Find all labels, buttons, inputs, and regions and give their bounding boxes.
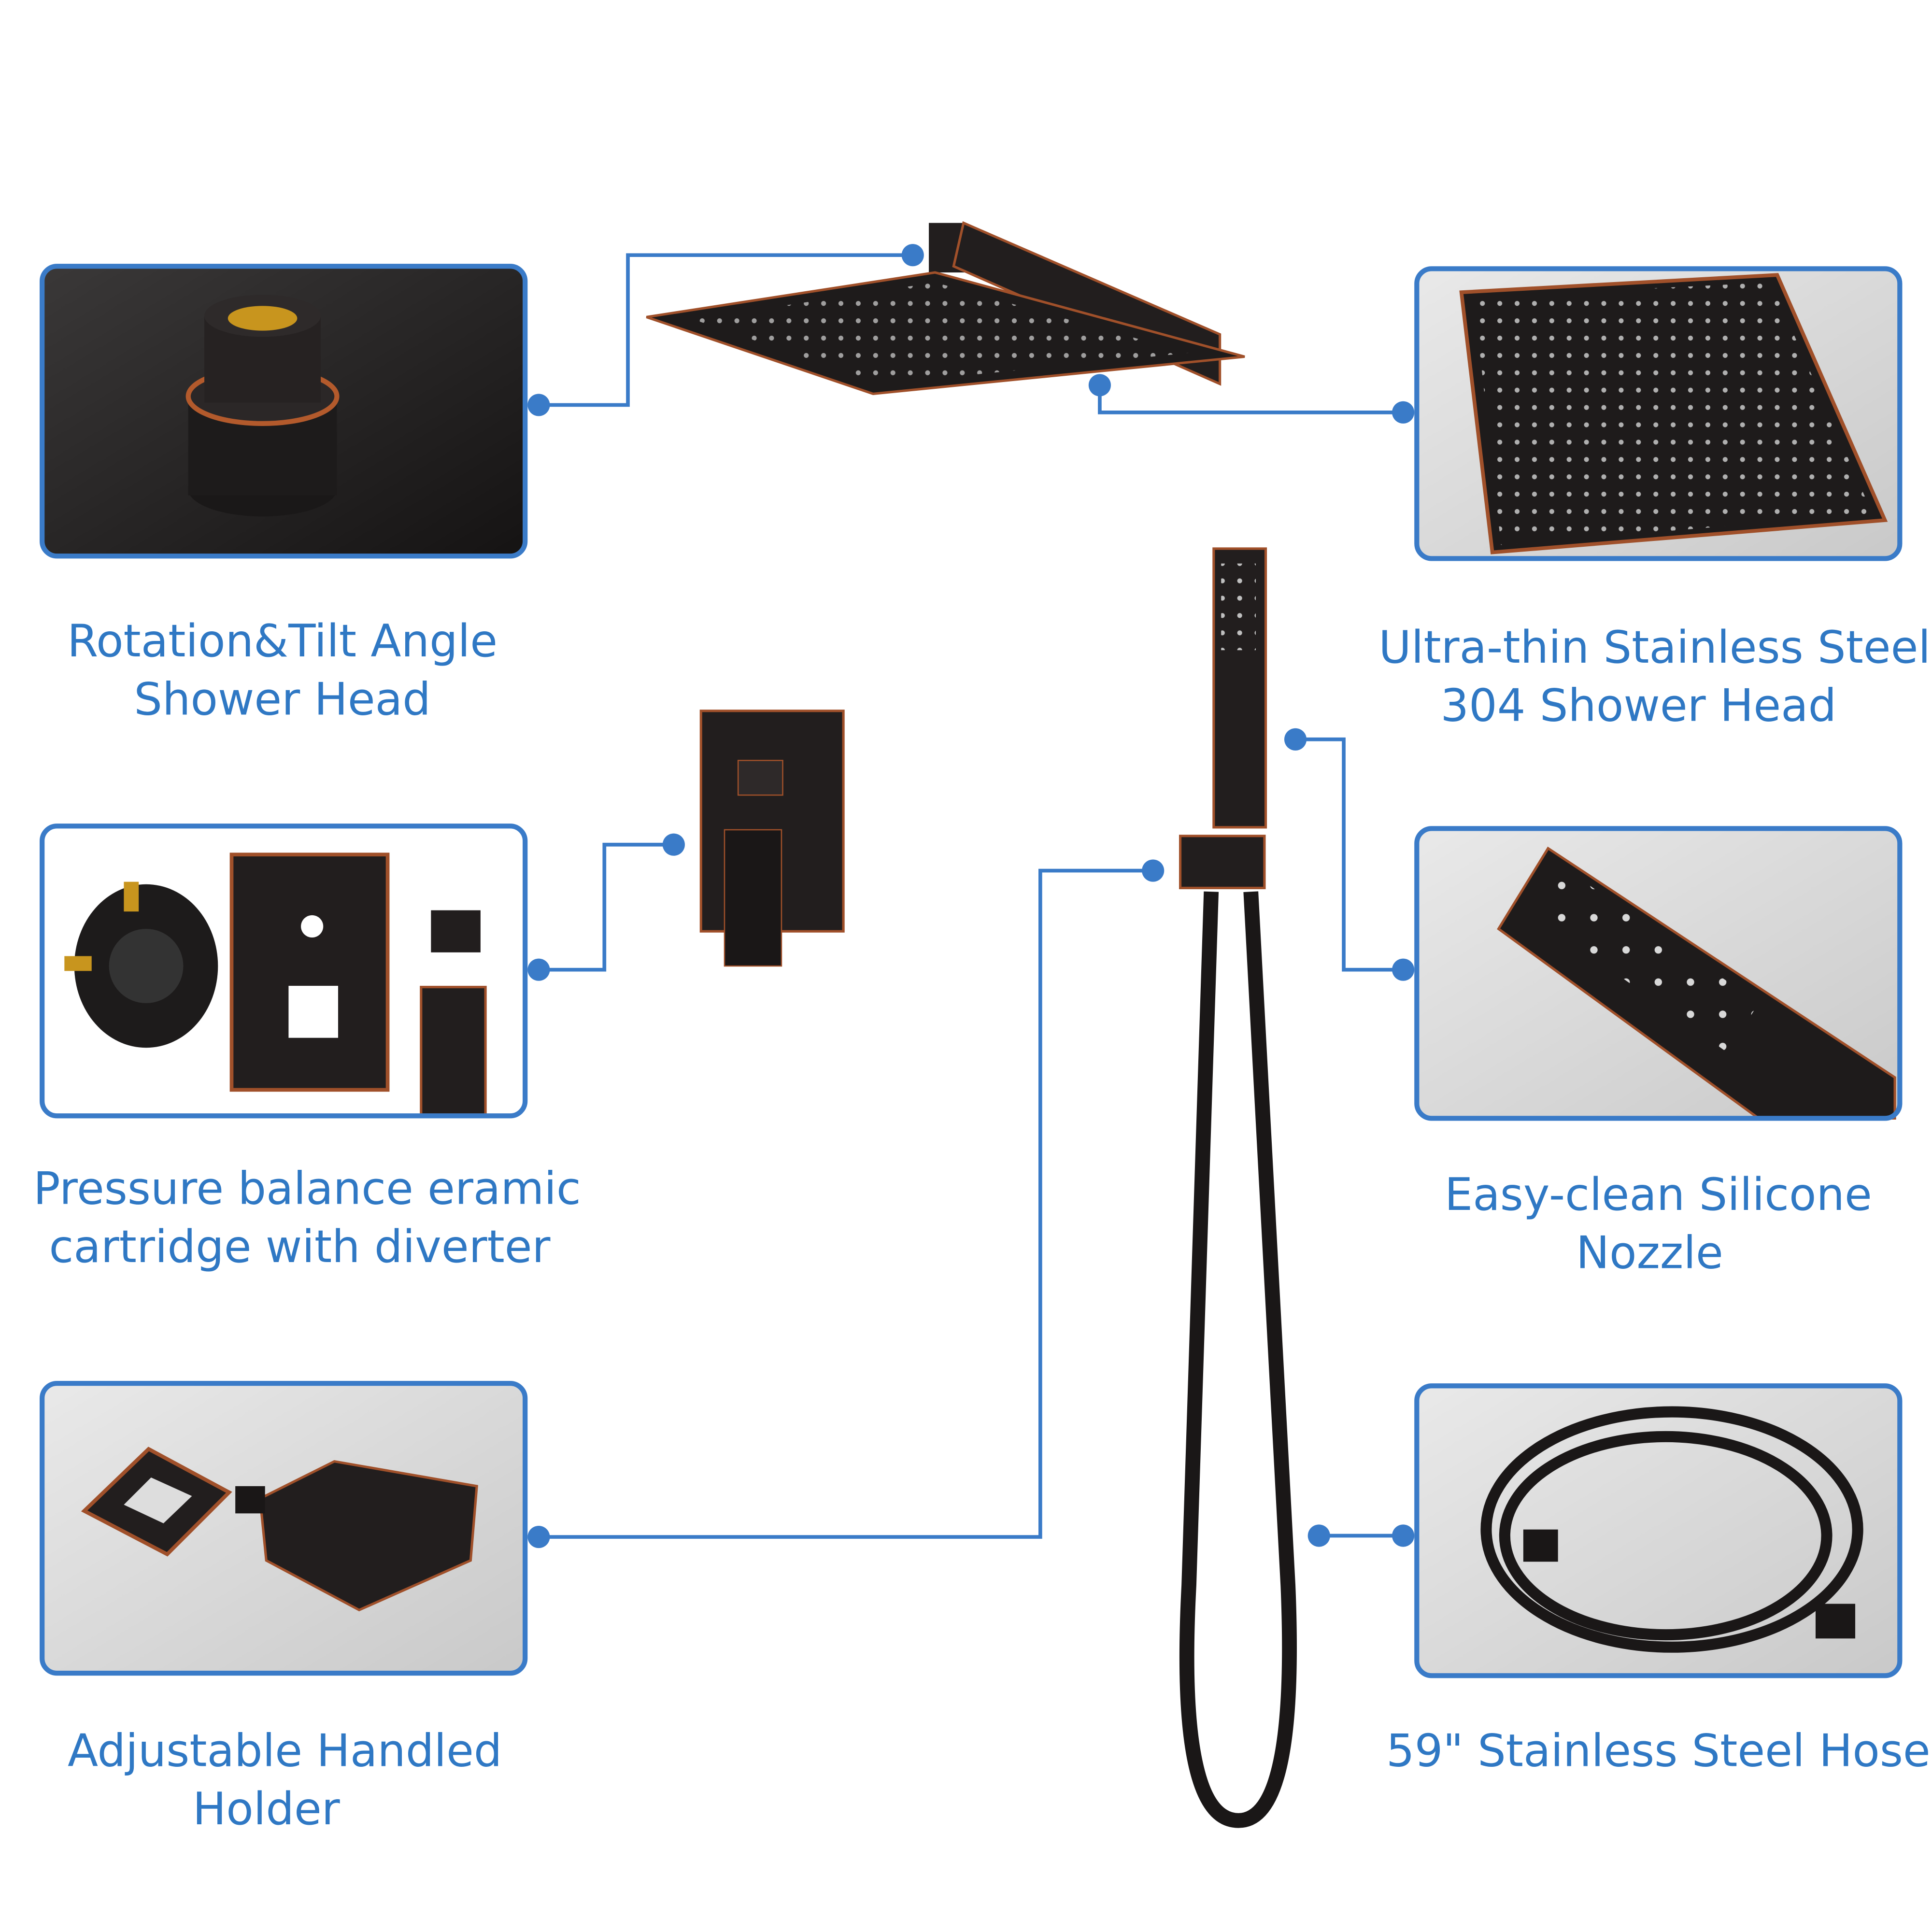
callout-connectors <box>527 244 1415 1548</box>
feature-label: Easy-clean Silicone <box>1445 1168 1872 1221</box>
feature-label: Pressure balance eramic <box>33 1162 581 1214</box>
feature-label: Shower Head <box>134 673 430 725</box>
photo-stainless-hose <box>1414 1383 1903 1678</box>
feature-label: Ultra-thin Stainless Steel <box>1378 621 1931 673</box>
photo-rotation-joint <box>40 264 528 559</box>
feature-label: cartridge with diverter <box>49 1221 551 1273</box>
diverter-valve-trim <box>699 710 845 967</box>
feature-label: Rotation&Tilt Angle <box>67 615 497 667</box>
photo-silicone-nozzle <box>1414 826 1903 1121</box>
photo-valve-parts <box>40 824 528 1119</box>
photo-shower-head-plate <box>1414 266 1903 561</box>
feature-label: 304 Shower Head <box>1440 679 1836 731</box>
photo-handheld-holder <box>40 1380 528 1676</box>
feature-label: Holder <box>193 1783 340 1835</box>
feature-label: Adjustable Handled <box>68 1724 502 1776</box>
rain-shower-head <box>646 221 1245 395</box>
handheld-shower-and-hose <box>1179 547 1297 1828</box>
feature-label: 59" Stainless Steel Hose <box>1386 1724 1931 1776</box>
feature-label: Nozzle <box>1576 1227 1723 1279</box>
